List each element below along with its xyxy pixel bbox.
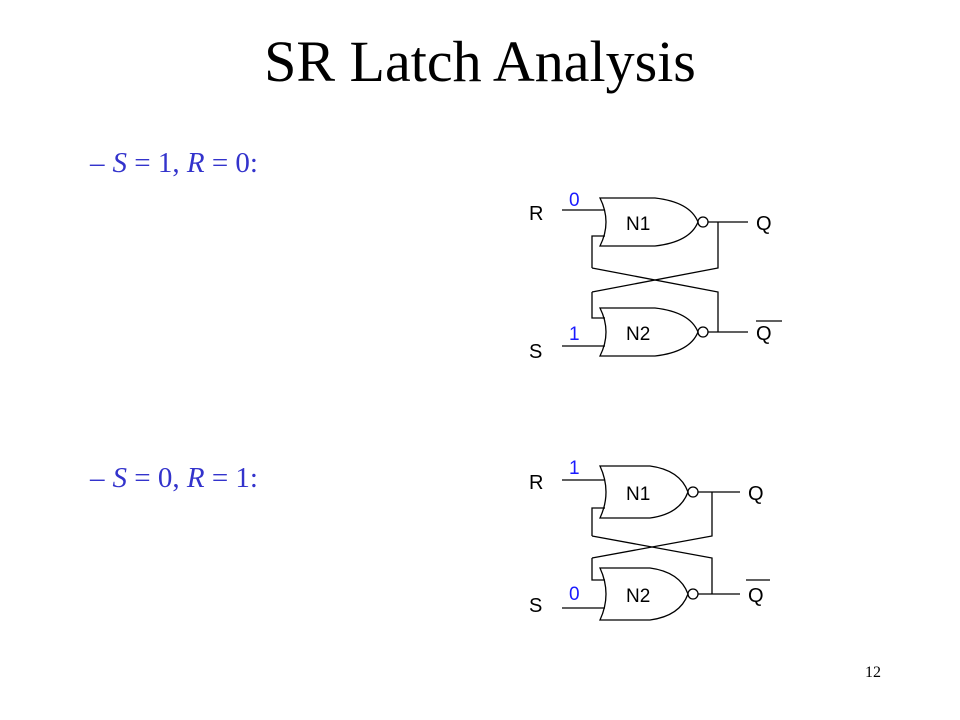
gate-n1-label: N1 xyxy=(626,484,650,505)
r-value-text: = 1: xyxy=(204,462,258,494)
bullet-dash: – xyxy=(90,462,105,494)
nor-gate-n2 xyxy=(598,567,689,621)
slide-number: 12 xyxy=(865,664,881,681)
sr-latch-diagram-2: R 1 N1 Q N2 Q 0 S xyxy=(529,458,770,621)
nor-gate-n1 xyxy=(598,197,699,247)
bullet-dash: – xyxy=(90,147,105,179)
q-feedback-wire xyxy=(591,492,713,559)
inverter-bubble-n2 xyxy=(687,588,699,600)
nor-gate-n2 xyxy=(598,307,699,357)
s-input-label: S xyxy=(529,341,542,363)
n2-feedback-input xyxy=(591,292,605,319)
q-output-label: Q xyxy=(756,213,772,235)
s-input-value: 1 xyxy=(569,324,580,345)
qbar-output-label: Q xyxy=(756,323,772,345)
gate-n1-label: N1 xyxy=(626,214,650,235)
s-value-text: = 0, xyxy=(127,462,187,494)
qbar-output-label: Q xyxy=(748,585,764,607)
slide-title: SR Latch Analysis xyxy=(264,29,696,94)
n2-feedback-input xyxy=(591,558,605,581)
inverter-bubble-n1 xyxy=(697,216,709,228)
r-input-label: R xyxy=(529,472,543,494)
r-value-text: = 0: xyxy=(204,147,258,179)
s-value-text: = 1, xyxy=(127,147,187,179)
r-variable: R xyxy=(186,462,205,494)
bullet-case-1: –S = 1, R = 0: xyxy=(90,145,258,181)
n1-feedback-input xyxy=(591,507,605,536)
n1-feedback-input xyxy=(591,235,605,268)
s-variable: S xyxy=(112,147,128,179)
nor-gate-n1 xyxy=(598,465,689,519)
inverter-bubble-n2 xyxy=(697,326,709,338)
sr-latch-diagram-1: R 0 N1 Q N2 Q 1 S xyxy=(529,190,782,363)
r-variable: R xyxy=(186,147,205,179)
inverter-bubble-n1 xyxy=(687,486,699,498)
bullet-case-2: –S = 0, R = 1: xyxy=(90,460,258,496)
r-input-value: 1 xyxy=(569,458,580,479)
q-feedback-wire xyxy=(591,222,719,293)
qbar-feedback-wire xyxy=(591,535,713,594)
r-input-value: 0 xyxy=(569,190,580,211)
qbar-feedback-wire xyxy=(591,267,719,332)
q-output-label: Q xyxy=(748,483,764,505)
gate-n2-label: N2 xyxy=(626,324,650,345)
s-input-label: S xyxy=(529,595,542,617)
s-variable: S xyxy=(112,462,128,494)
r-input-label: R xyxy=(529,203,543,225)
s-input-value: 0 xyxy=(569,584,580,605)
gate-n2-label: N2 xyxy=(626,586,650,607)
